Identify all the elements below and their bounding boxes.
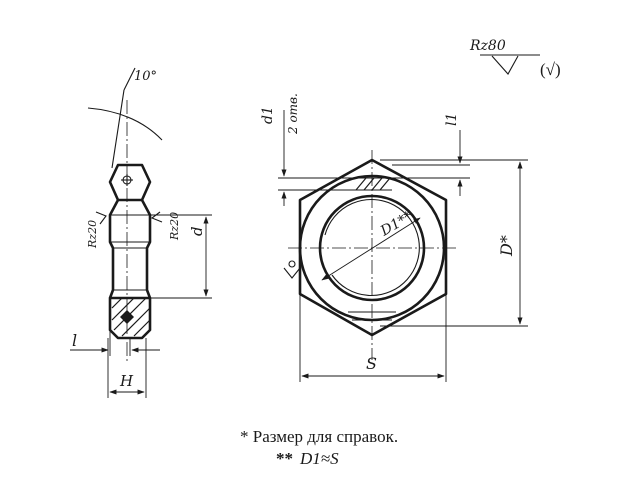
dim-l-label: l (72, 331, 77, 350)
top-slot (352, 177, 392, 191)
dim-D-label: D* (497, 235, 516, 257)
hexagon-outline (298, 158, 448, 337)
dim-d1-note: 2 отв. (286, 93, 300, 135)
general-roughness-symbol: Rz80 (√) (469, 38, 561, 79)
side-hatching (111, 297, 151, 337)
dim-D1-line (321, 217, 421, 281)
side-view: 10° Rz20 Rz20 d (70, 67, 212, 398)
roughness-side-right: Rz20 (168, 212, 181, 241)
bottom-slot (348, 311, 396, 321)
dim-H-label: H (119, 372, 134, 390)
roughness-mark-front (283, 267, 301, 279)
roughness-front-dot (288, 260, 296, 268)
dim-d-label: d (188, 226, 206, 236)
note-double-asterisk: ** (276, 449, 293, 468)
side-right-contour (140, 199, 152, 299)
roughness-general-text: Rz80 (469, 38, 506, 54)
thread-outer-circle (318, 194, 426, 302)
notes: * Размер для справок. ** D1≈S (240, 427, 398, 468)
lower-hole-mark (120, 310, 134, 324)
dim-D1-label: D1** (377, 209, 415, 240)
roughness-mark-right (150, 211, 163, 223)
note-reference-size: * Размер для справок. (240, 427, 398, 446)
angle-arc (87, 107, 163, 141)
angle-label: 10° (134, 69, 157, 84)
note-formula: D1≈S (299, 449, 339, 468)
roughness-mark-left (95, 211, 107, 225)
side-left-contour (108, 199, 120, 299)
front-view: D1** d1 2 отв. l1 D* S (260, 93, 528, 382)
roughness-bracket-symbol: (√) (540, 60, 561, 79)
roughness-side-left: Rz20 (86, 220, 99, 249)
dim-l1-label: l1 (444, 113, 460, 126)
dim-S-label: S (366, 354, 377, 373)
dim-d1-label: d1 (260, 106, 276, 124)
